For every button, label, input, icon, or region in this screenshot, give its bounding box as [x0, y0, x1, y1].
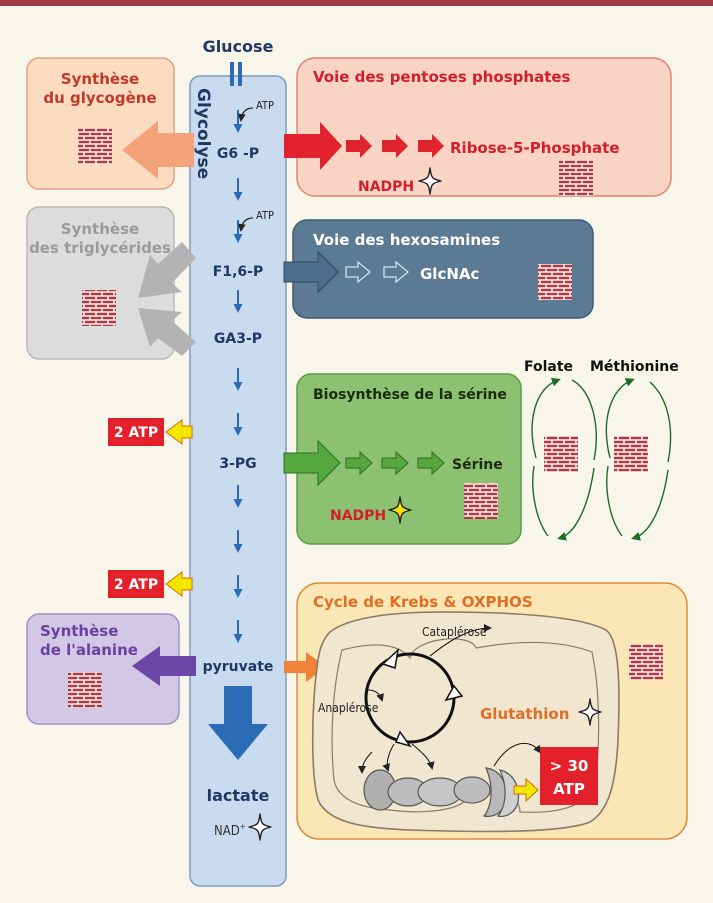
atp-yield-badge: 2 ATP — [108, 418, 164, 446]
ribose-5-phosphate-label: Ribose-5-Phosphate — [450, 139, 620, 157]
atp-output-arrow — [513, 777, 539, 803]
glycogen-title-line2: du glycogène — [43, 89, 156, 107]
atp-yield-badge: 2 ATP — [108, 570, 164, 598]
oxphos-atp-value: > 30 — [550, 757, 589, 775]
proton-flow-arrow — [493, 743, 542, 767]
triglyceride-title: Synthèse — [61, 220, 139, 238]
triglyceride-synthesis-box — [26, 206, 175, 360]
glcnac-label: GlcNAc — [420, 265, 479, 283]
atp-yield-arrow — [165, 571, 193, 597]
serine-nadph-label: NADPH — [330, 508, 386, 524]
pyruvate-to-lactate-arrow — [208, 686, 268, 760]
atp-yield-arrow — [165, 419, 193, 445]
anaplerosis-arrow — [367, 689, 384, 702]
cycle-arrowhead-icon — [394, 730, 412, 748]
electron-transport-chain-icon — [363, 767, 520, 817]
intermediate-3pg: 3-PG — [219, 456, 256, 472]
atp-curl-arrow — [237, 107, 254, 122]
atp-input-label: ATP — [256, 209, 274, 222]
brick-icon — [464, 483, 498, 519]
nad-label: NAD+ — [214, 822, 246, 839]
g6p-to-glycogen-arrow — [122, 121, 194, 179]
cataplerosis-arrow — [429, 624, 492, 657]
g6p-to-pentose-arrow — [284, 122, 342, 170]
nadh-to-etc-arrow — [411, 743, 435, 770]
cataplerosis-label: Cataplérose — [422, 625, 487, 639]
serine-step-arrow — [381, 450, 409, 476]
serine-step-arrow — [345, 450, 373, 476]
brick-icon — [82, 290, 116, 326]
serine-product-label: Sérine — [452, 457, 503, 473]
brick-icon — [559, 160, 593, 196]
lactate-label: lactate — [207, 786, 270, 805]
pentose-step-arrow — [418, 134, 444, 158]
intermediate-f16p: F1,6-P — [213, 264, 263, 280]
pyruvate-to-alanine-arrow — [132, 646, 196, 686]
glucose-label: Glucose — [203, 37, 274, 56]
methionine-cycle — [605, 378, 672, 541]
glycogen-title: Synthèse — [61, 70, 139, 88]
glucose-transporter-icon — [230, 62, 242, 86]
top-bar — [0, 0, 713, 6]
glutathione-label: Glutathion — [480, 705, 569, 723]
brick-icon — [68, 672, 102, 708]
hexosamine-step-arrow — [383, 260, 409, 284]
pentose-nadph-label: NADPH — [358, 179, 414, 195]
f16p-to-triglycerides-arrow — [138, 242, 196, 298]
intermediate-pyruvate: pyruvate — [203, 659, 274, 675]
alanine-title: Synthèse — [40, 622, 118, 640]
triglyceride-title-line2: des triglycérides — [29, 239, 171, 257]
pentose-title: Voie des pentoses phosphates — [313, 68, 571, 86]
oxphos-atp-badge: > 30 ATP — [540, 747, 598, 805]
brick-icon — [544, 436, 578, 472]
methionine-label: Méthionine — [590, 359, 679, 375]
glycolysis-title: Glycolyse — [193, 88, 213, 179]
ga3p-to-triglycerides-arrow — [138, 308, 196, 356]
brick-icon — [78, 128, 112, 164]
folate-label: Folate — [524, 359, 573, 375]
atp-input-label: ATP — [256, 99, 274, 112]
anaplerosis-label: Anaplérose — [318, 701, 379, 715]
serine-step-arrow — [417, 450, 445, 476]
brick-icon — [629, 644, 663, 680]
cycle-arrowhead-icon — [444, 684, 464, 702]
hexosamine-title: Voie des hexosamines — [313, 231, 500, 249]
cycle-arrowhead-icon — [381, 647, 400, 669]
atp-curl-arrow — [237, 217, 254, 232]
oxphos-atp-unit: ATP — [553, 780, 585, 798]
alanine-title-line2: de l'alanine — [40, 641, 138, 659]
pentose-step-arrow — [346, 134, 372, 158]
nadh-to-etc-arrow — [358, 751, 373, 774]
krebs-title: Cycle de Krebs & OXPHOS — [313, 593, 533, 611]
3pg-to-serine-arrow — [283, 439, 341, 487]
atp-yield-label: 2 ATP — [114, 425, 158, 441]
intermediate-g6p: G6 -P — [217, 146, 259, 162]
intermediate-ga3p: GA3-P — [214, 331, 262, 347]
f16p-to-hexosamine-arrow — [283, 250, 339, 294]
nadh-to-etc-arrow — [382, 743, 395, 772]
pentose-step-arrow — [382, 134, 408, 158]
atp-yield-label: 2 ATP — [114, 577, 158, 593]
brick-icon — [538, 264, 572, 300]
serine-title: Biosynthèse de la sérine — [313, 387, 507, 403]
hexosamine-step-arrow — [345, 260, 371, 284]
brick-icon — [614, 436, 648, 472]
folate-cycle — [531, 377, 597, 541]
